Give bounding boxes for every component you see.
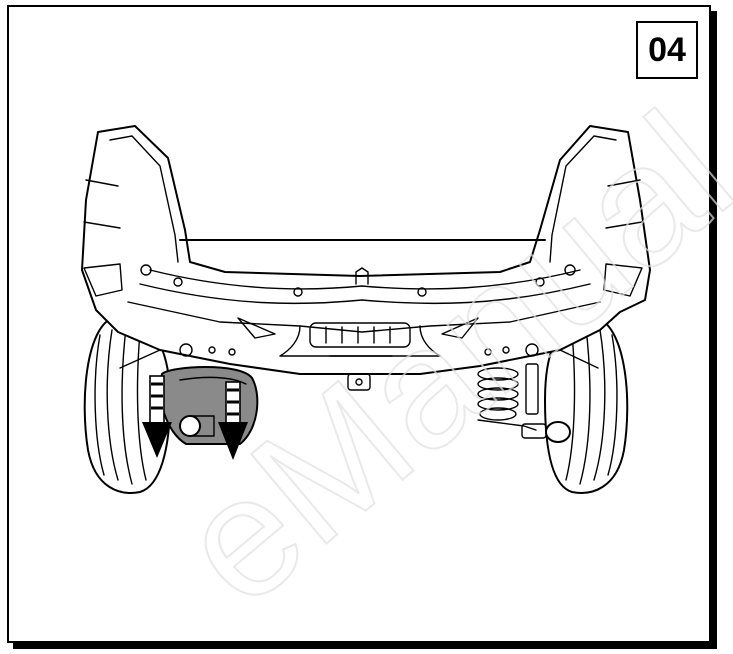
rear-coil-spring bbox=[477, 367, 537, 431]
right-rear-tire bbox=[544, 316, 629, 494]
rear-shock-absorber bbox=[521, 363, 571, 443]
down-arrow bbox=[218, 381, 248, 460]
rear-lower-panel bbox=[119, 317, 599, 391]
left-rear-tire bbox=[83, 316, 171, 494]
step-number-badge: 04 bbox=[636, 21, 698, 79]
rear-body-shell bbox=[81, 125, 651, 375]
down-arrow bbox=[142, 375, 172, 458]
